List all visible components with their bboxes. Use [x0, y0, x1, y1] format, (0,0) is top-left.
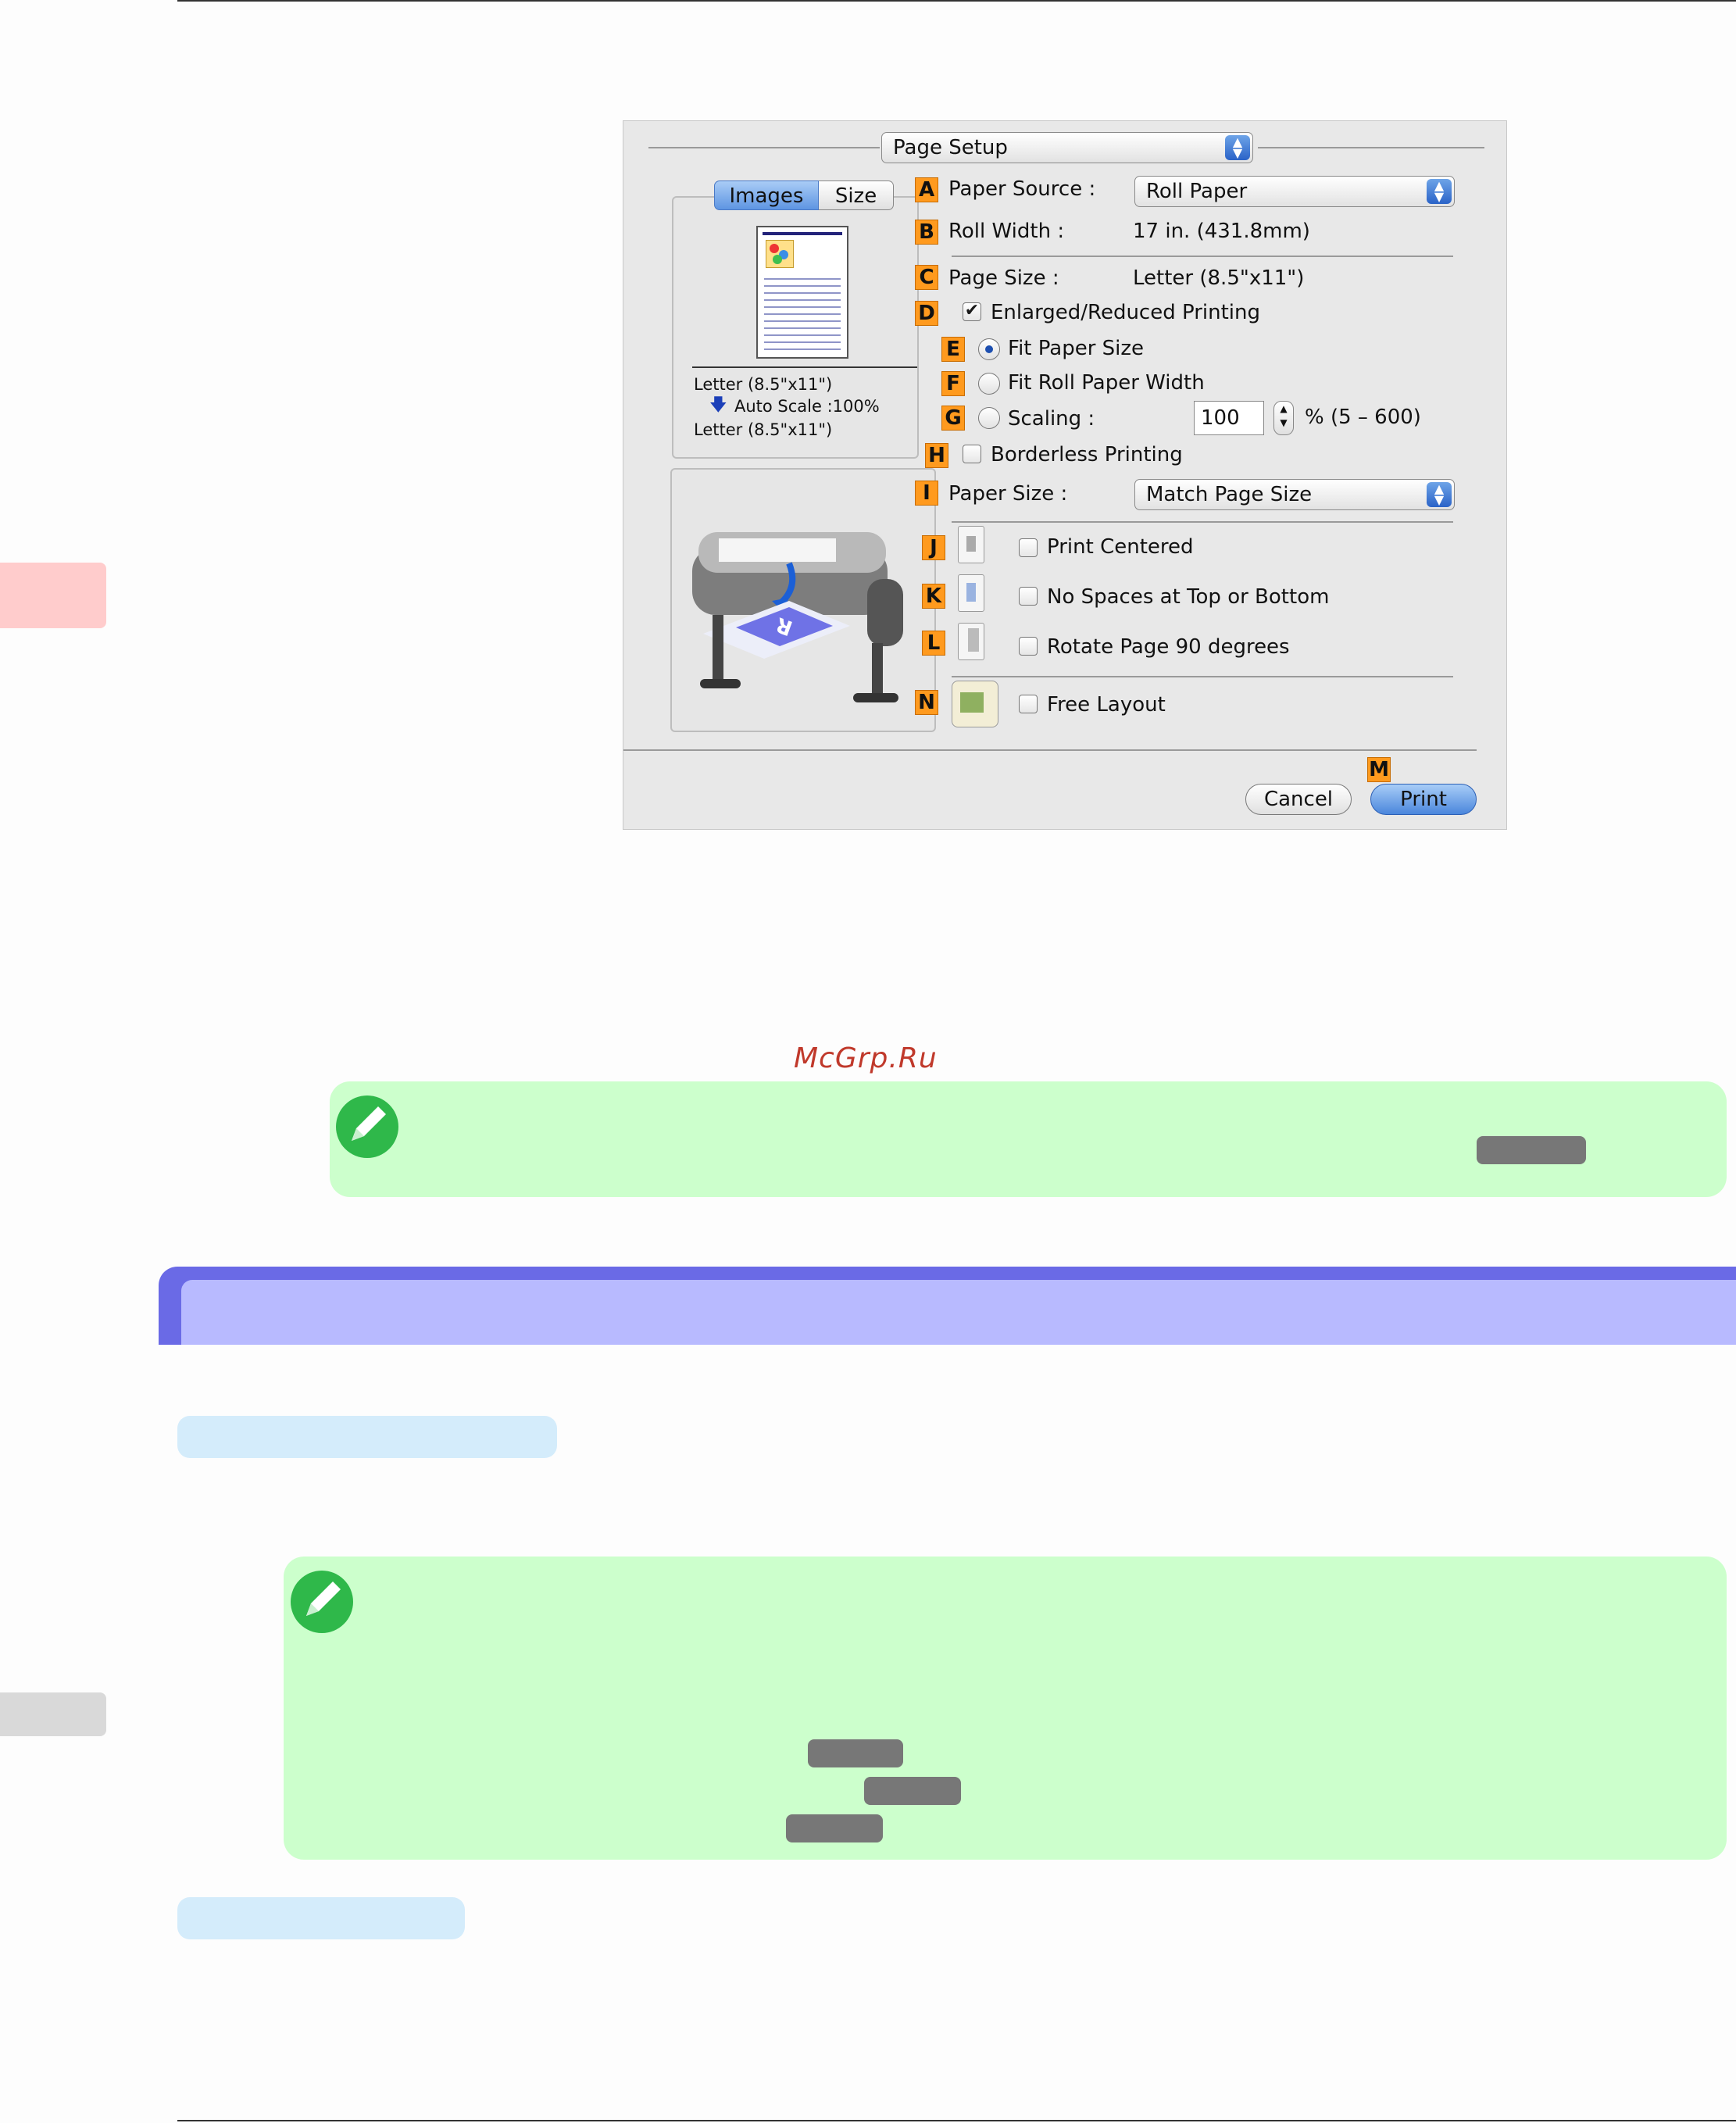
paper-source-label: Paper Source :	[948, 177, 1096, 201]
note-box-2	[284, 1557, 1727, 1860]
rotate-page-label: Rotate Page 90 degrees	[1047, 635, 1290, 659]
printer-illustration: R	[692, 532, 903, 702]
top-rule	[177, 0, 1736, 2]
roll-width-value: 17 in. (431.8mm)	[1133, 220, 1310, 243]
popup-arrows-icon: ▲▼	[1427, 482, 1452, 507]
note-pencil-icon	[291, 1571, 353, 1633]
tab-size[interactable]: Size	[819, 180, 894, 210]
borderless-checkbox[interactable]	[963, 445, 981, 463]
bottom-divider	[623, 749, 1477, 751]
thumbnail-header-bar	[763, 232, 842, 235]
page-preview-thumbnail	[756, 226, 848, 359]
title-divider-left	[648, 147, 880, 148]
marker-c: C	[915, 265, 938, 290]
marker-g: G	[941, 406, 965, 431]
enlarged-reduced-checkbox[interactable]: ✔	[963, 302, 981, 321]
divider-after-roll-width	[952, 256, 1453, 257]
popup-arrows-icon: ▲▼	[1427, 179, 1452, 204]
preview-auto-scale: Auto Scale :100%	[734, 397, 880, 416]
marker-f: F	[941, 371, 965, 396]
scaling-input-value: 100	[1201, 406, 1240, 430]
section-tab[interactable]	[0, 1692, 106, 1736]
roll-width-label: Roll Width :	[948, 220, 1065, 243]
scaling-radio[interactable]	[978, 407, 1000, 429]
reference-button-2[interactable]	[808, 1739, 903, 1767]
no-spaces-label: No Spaces at Top or Bottom	[1047, 585, 1330, 609]
print-centered-label: Print Centered	[1047, 535, 1194, 559]
print-centered-icon	[958, 526, 984, 563]
paper-source-select[interactable]: Roll Paper ▲▼	[1134, 176, 1455, 207]
marker-d: D	[915, 301, 938, 326]
rotate-page-icon	[958, 623, 984, 660]
reference-button-3[interactable]	[864, 1777, 961, 1805]
paper-size-label: Paper Size :	[948, 482, 1068, 506]
chapter-tab[interactable]	[0, 563, 106, 628]
reference-button-4[interactable]	[786, 1814, 883, 1842]
paper-source-value: Roll Paper	[1146, 180, 1248, 203]
popup-arrows-icon: ▲▼	[1225, 135, 1250, 160]
preview-source-size: Letter (8.5"x11")	[694, 375, 833, 394]
scaling-input[interactable]: 100	[1194, 401, 1264, 435]
section-banner-inner	[181, 1280, 1736, 1345]
marker-k: K	[922, 584, 945, 609]
tab-size-label: Size	[834, 184, 877, 208]
page-size-value: Letter (8.5"x11")	[1133, 266, 1305, 290]
marker-a: A	[915, 177, 938, 202]
marker-m: M	[1367, 757, 1391, 782]
enlarged-reduced-label: Enlarged/Reduced Printing	[991, 301, 1261, 324]
cancel-button-label: Cancel	[1263, 788, 1334, 811]
page-setup-dialog: Page Setup ▲▼ Images Size Letter (8.5"x1…	[623, 120, 1507, 830]
note-pencil-icon	[336, 1095, 398, 1158]
no-spaces-checkbox[interactable]	[1019, 587, 1038, 606]
paper-size-select[interactable]: Match Page Size ▲▼	[1134, 479, 1455, 510]
rotate-page-checkbox[interactable]	[1019, 637, 1038, 656]
subsection-heading-2	[177, 1897, 465, 1939]
reference-button-1[interactable]	[1477, 1136, 1586, 1164]
tab-images[interactable]: Images	[714, 180, 819, 210]
scale-arrow-icon: 🡇	[709, 395, 727, 415]
fit-roll-width-label: Fit Roll Paper Width	[1008, 371, 1205, 395]
printer-image-panel: R	[670, 468, 936, 732]
page-setup-popup-label: Page Setup	[893, 136, 1008, 159]
bottom-rule	[177, 2120, 1736, 2121]
page-size-label: Page Size :	[948, 266, 1059, 290]
cancel-button[interactable]: Cancel	[1245, 784, 1352, 815]
marker-i: I	[915, 481, 938, 506]
marker-j: J	[922, 535, 945, 560]
free-layout-icon	[952, 681, 998, 727]
marker-e: E	[941, 337, 965, 362]
marker-b: B	[915, 220, 938, 245]
fit-paper-size-radio[interactable]	[978, 338, 1000, 360]
free-layout-checkbox[interactable]	[1019, 695, 1038, 713]
thumbnail-text-lines	[764, 273, 841, 351]
borderless-label: Borderless Printing	[991, 443, 1183, 466]
print-centered-checkbox[interactable]	[1019, 538, 1038, 557]
thumbnail-image-icon	[766, 240, 794, 268]
tab-images-label: Images	[729, 184, 804, 208]
free-layout-label: Free Layout	[1047, 693, 1166, 717]
watermark: McGrp.Ru	[794, 1042, 938, 1074]
print-button-label: Print	[1400, 788, 1447, 811]
scaling-range: % (5 – 600)	[1305, 406, 1421, 429]
page-setup-popup[interactable]: Page Setup ▲▼	[881, 132, 1253, 163]
marker-l: L	[922, 631, 945, 656]
fit-roll-width-radio[interactable]	[978, 373, 1000, 395]
fit-paper-size-label: Fit Paper Size	[1008, 337, 1145, 360]
print-button[interactable]: Print	[1370, 784, 1477, 815]
paper-size-value: Match Page Size	[1146, 483, 1313, 506]
scaling-label: Scaling :	[1008, 407, 1095, 431]
marker-h: H	[925, 443, 948, 468]
no-spaces-icon	[958, 574, 984, 612]
marker-n: N	[915, 690, 938, 715]
subsection-heading-1	[177, 1416, 557, 1458]
divider-before-free-layout	[952, 676, 1453, 677]
scaling-stepper[interactable]: ▲▼	[1273, 401, 1294, 435]
preview-divider	[692, 366, 917, 368]
title-divider-right	[1258, 147, 1484, 148]
preview-output-size: Letter (8.5"x11")	[694, 420, 833, 439]
divider-after-paper-size	[952, 521, 1453, 523]
